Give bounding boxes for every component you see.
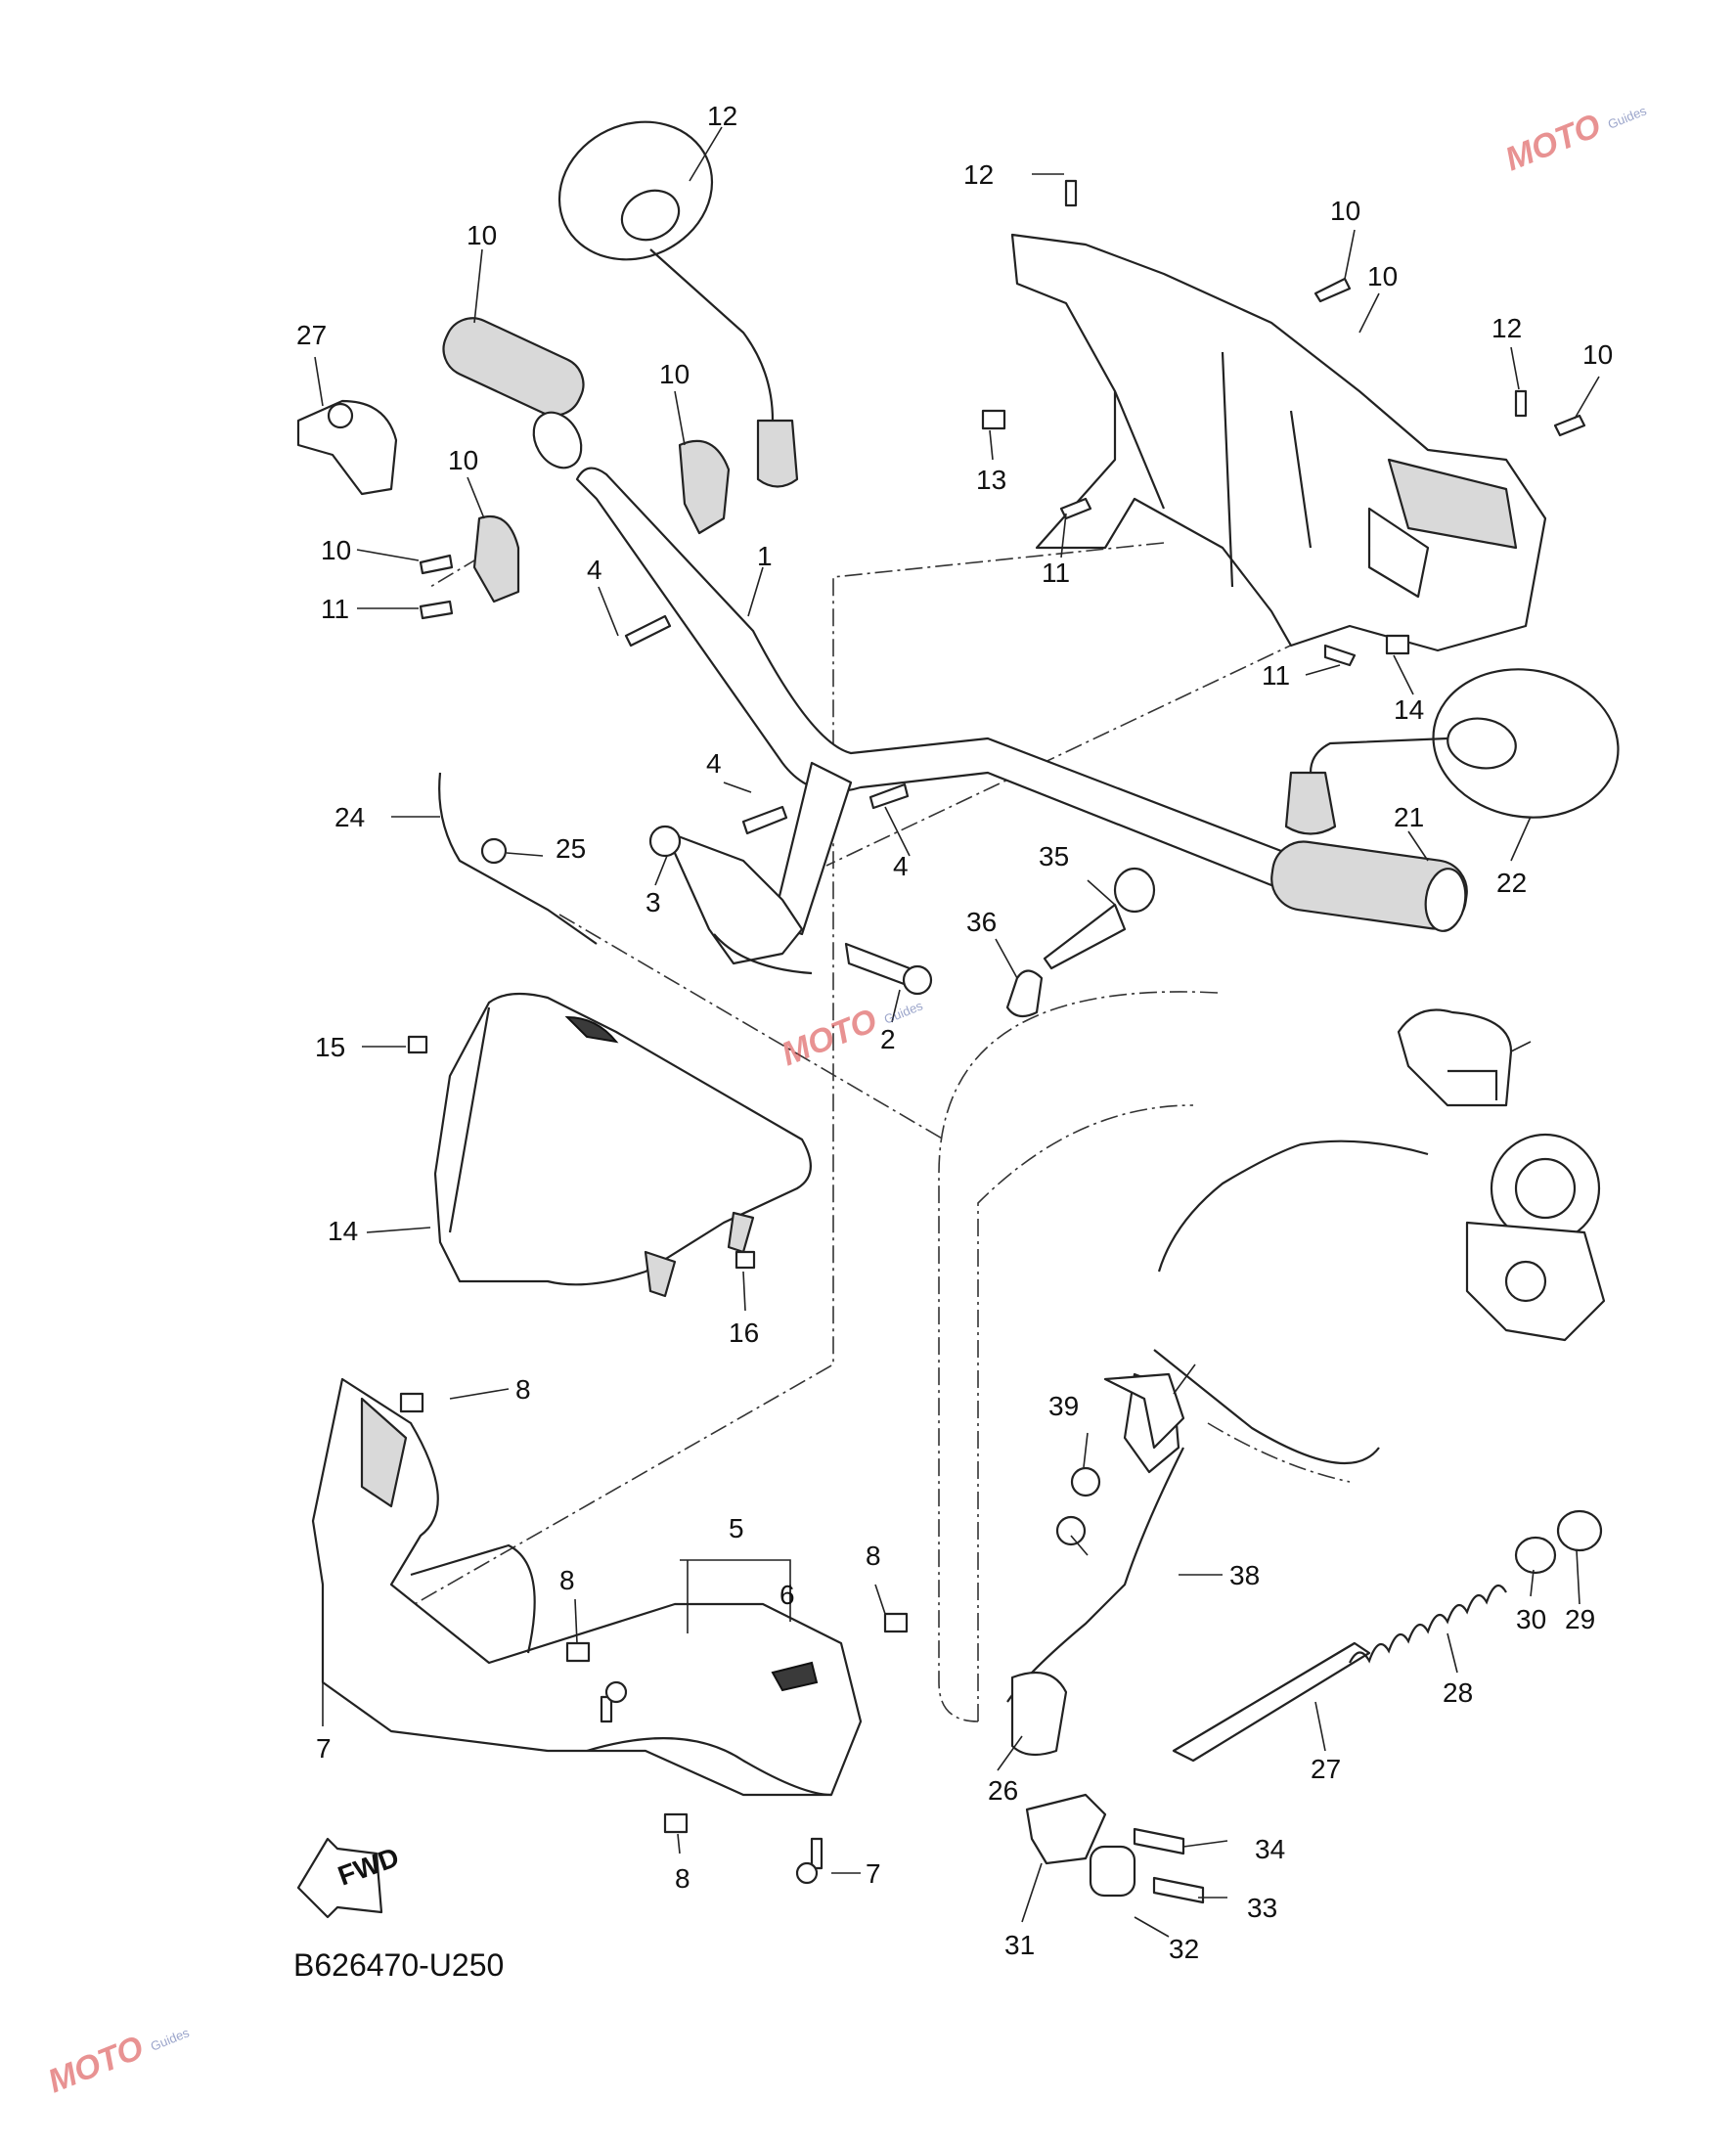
mirror-right (1284, 668, 1620, 835)
callout-7b: 7 (866, 1858, 881, 1889)
callout-10a: 10 (1330, 196, 1360, 226)
callout-23: 25 (556, 833, 586, 864)
drawing-code: B626470-U250 (293, 1947, 504, 1983)
callout-33: 35 (1039, 841, 1069, 871)
svg-text:MOTO: MOTO (43, 2029, 149, 2100)
callout-7a: 7 (316, 1733, 332, 1764)
throttle-hardware (1010, 1372, 1205, 1904)
callout-5: 5 (729, 1513, 744, 1543)
callout-11a: 12 (963, 159, 994, 190)
svg-text:Guides: Guides (149, 2025, 192, 2054)
leader-lines (314, 126, 1600, 1938)
callout-21: 12 (707, 101, 737, 131)
callout-35: 38 (1229, 1560, 1260, 1590)
handlebar (575, 467, 1288, 936)
svg-text:MOTO: MOTO (1500, 107, 1606, 178)
callout-labels: 12 10 27 10 10 10 11 4 1 12 10 10 12 10 … (296, 101, 1613, 1964)
callout-24: 26 (988, 1775, 1018, 1806)
svg-text:Guides: Guides (882, 998, 925, 1027)
mirror-left (557, 120, 799, 488)
callout-2: 2 (880, 1024, 896, 1054)
callout-27: 29 (1565, 1604, 1595, 1634)
headlight-cover (433, 992, 812, 1298)
callout-18a: 10 (321, 535, 351, 565)
callout-10c: 11 (1042, 558, 1070, 588)
callout-34: 36 (966, 907, 997, 937)
callout-19: 21 (1394, 802, 1424, 832)
callout-36a: 39 (1048, 1391, 1079, 1421)
callout-39: 27 (296, 320, 327, 350)
cable-adjuster (1005, 867, 1156, 1018)
callout-11b: 12 (1491, 313, 1522, 343)
callout-12b: 14 (1394, 694, 1424, 725)
callout-10d: 11 (1262, 660, 1290, 691)
callout-14a: 15 (315, 1032, 345, 1062)
left-grip (442, 317, 585, 469)
fasteners (399, 179, 1586, 1885)
callout-4a: 4 (587, 555, 602, 585)
callout-26: 28 (1443, 1677, 1473, 1708)
svg-text:Guides: Guides (1606, 103, 1649, 132)
carburetor (1465, 1133, 1606, 1342)
callout-28: 30 (1516, 1604, 1546, 1634)
callout-13: 14 (328, 1216, 358, 1246)
callout-25: 27 (1311, 1754, 1341, 1784)
callout-20: 22 (1496, 868, 1527, 898)
handlebar-cover-lower (311, 1377, 863, 1797)
callout-14b: 16 (729, 1318, 759, 1348)
callout-8d: 8 (675, 1863, 690, 1894)
callout-4b: 4 (706, 748, 722, 779)
watermark-top-right: MOTO Guides (1500, 103, 1649, 178)
callout-6: 6 (779, 1580, 795, 1610)
callout-12a: 13 (976, 465, 1006, 495)
callout-8c: 8 (866, 1541, 881, 1571)
svg-text:MOTO: MOTO (777, 1002, 882, 1073)
handlebar-clamp (648, 825, 933, 996)
callout-8b: 8 (559, 1565, 575, 1595)
watermark-center: MOTO Guides (777, 998, 925, 1073)
lever-bracket-left (296, 399, 398, 496)
handlebar-cover-upper (1010, 233, 1547, 652)
callout-30: 32 (1169, 1934, 1199, 1964)
spring-rod (1172, 1509, 1603, 1763)
callout-10b: 10 (1582, 339, 1613, 370)
callout-16: 10 (659, 359, 690, 389)
callout-4c: 4 (893, 851, 909, 881)
callout-9: 10 (1367, 261, 1398, 291)
callout-32: 34 (1255, 1834, 1285, 1864)
callout-1: 1 (757, 541, 773, 571)
callout-3: 3 (645, 887, 661, 917)
watermark-bottom-left: MOTO Guides (43, 2025, 192, 2100)
callout-29: 31 (1004, 1930, 1035, 1960)
callout-31: 33 (1247, 1893, 1277, 1923)
callout-22: 24 (334, 802, 365, 832)
right-grip (1270, 840, 1468, 932)
callout-18b: 11 (321, 594, 349, 624)
switch-holder (472, 439, 731, 603)
callout-15: 10 (467, 220, 497, 250)
callout-8a: 8 (515, 1374, 531, 1405)
callout-17: 10 (448, 445, 478, 475)
lever-cap-right (1397, 1008, 1513, 1107)
assembly-reference-lines (371, 542, 1351, 1722)
fwd-arrow-icon: FWD (296, 1837, 403, 1919)
